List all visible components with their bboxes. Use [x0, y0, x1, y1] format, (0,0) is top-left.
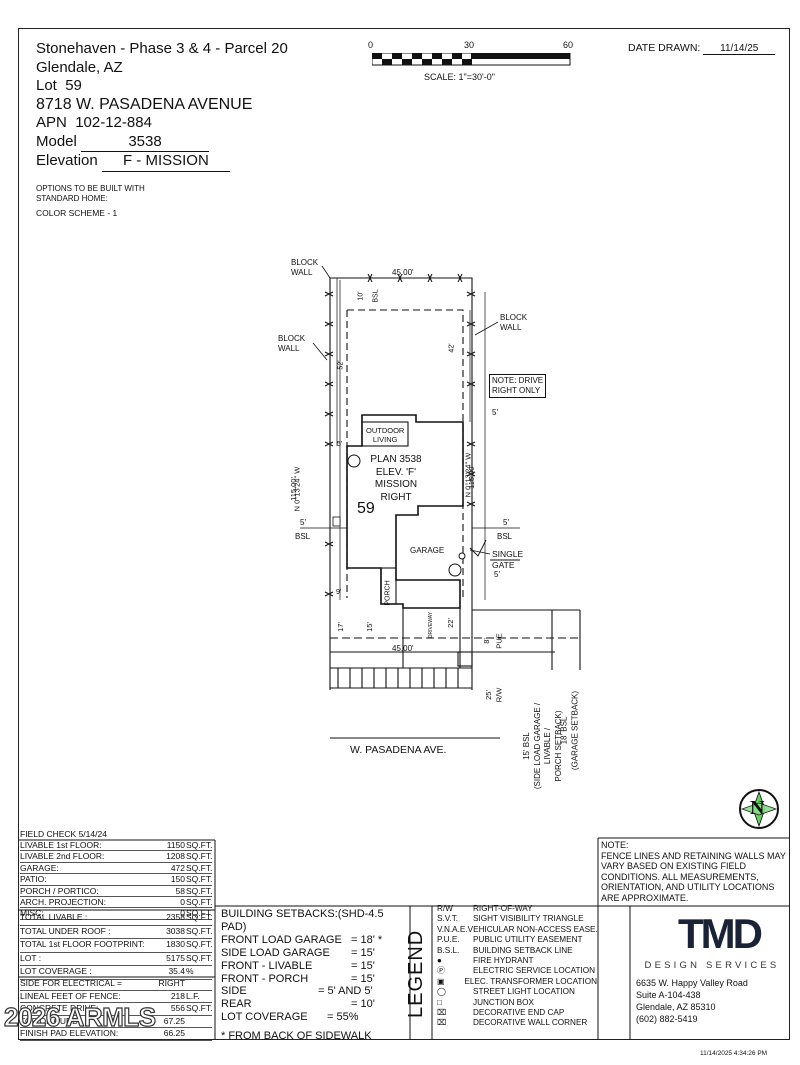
side-left-dim: 5' — [300, 518, 306, 527]
side-right-bsl: BSL — [497, 532, 513, 541]
lot-boundary — [330, 277, 473, 615]
header-block: Stonehaven - Phase 3 & 4 - Parcel 20 Gle… — [36, 40, 288, 172]
north-arrow-icon: N — [738, 788, 780, 830]
electric-meter-icon — [448, 563, 462, 577]
company-block: TMD DESIGN SERVICES 6635 W. Happy Valley… — [636, 908, 788, 1025]
lot-width-bottom: 45.00' — [392, 644, 414, 653]
dim-5-left: 5' — [337, 441, 343, 448]
elevation-line: Elevation F - MISSION — [36, 152, 288, 172]
company-address: 6635 W. Happy Valley Road Suite A-104-43… — [636, 978, 748, 1024]
print-timestamp: 11/14/2025 4:34:26 PM — [700, 1050, 768, 1057]
street-light-icon: ◯ — [437, 987, 447, 997]
hose-bib-icon — [347, 454, 361, 468]
sheet-border — [18, 28, 790, 1040]
color-scheme: COLOR SCHEME - 1 — [36, 208, 118, 218]
subdivision-title: Stonehaven - Phase 3 & 4 - Parcel 20 — [36, 40, 288, 57]
setbacks-footnote: * FROM BACK OF SIDEWALK — [221, 1030, 372, 1043]
totals-table: TOTAL LIVABLE :2358SQ.FT. TOTAL UNDER RO… — [20, 912, 212, 980]
fire-hydrant-icon: ● — [437, 956, 442, 966]
watermark: 2026 ARMLS — [3, 1001, 156, 1032]
company-tagline: DESIGN SERVICES — [644, 960, 780, 971]
gate-5-dim: 5' — [494, 570, 500, 579]
lot-width-top: 45.00' — [392, 268, 414, 277]
electric-service-icon: Ⓟ — [437, 966, 446, 976]
options-note: OPTIONS TO BE BUILT WITH STANDARD HOME: … — [36, 184, 145, 218]
scale-bar: 0 30 60 SCALE: 1"=30'-0" — [368, 40, 574, 82]
disclaimer-note: NOTE: FENCE LINES AND RETAINING WALLS MA… — [601, 840, 786, 903]
transformer-icon: ▣ — [437, 976, 445, 986]
date-drawn: DATE DRAWN: 11/14/25 — [628, 42, 776, 55]
dim-9: 9' — [336, 589, 342, 596]
street-name: W. PASADENA AVE. — [350, 744, 447, 756]
end-cap-icon: ⌧ — [437, 1008, 447, 1018]
garage-label: GARAGE — [410, 546, 445, 555]
setbacks-title: BUILDING SETBACKS:(SHD-4.5 PAD) — [221, 908, 384, 933]
porch-box — [380, 567, 397, 605]
side-left-bsl: BSL — [295, 532, 311, 541]
address: 8718 W. PASADENA AVENUE — [36, 95, 253, 113]
apn-line: APN 102-12-884 — [36, 114, 152, 131]
company-logo: TMD — [678, 910, 763, 957]
legend-title: LEGEND — [405, 929, 427, 1018]
wall-corner-icon: ⌧ — [437, 1018, 447, 1028]
field-check: FIELD CHECK 5/14/24 — [20, 829, 107, 839]
area-table: FIELD CHECK 5/14/24 LIVABLE 1st FLOOR:11… — [20, 829, 213, 920]
building-setbacks: BUILDING SETBACKS:(SHD-4.5 PAD) FRONT LO… — [221, 908, 407, 1043]
model-line: Model 3538 — [36, 133, 288, 152]
north-label: N — [750, 797, 765, 819]
lot-line: Lot 59 — [36, 77, 82, 94]
city: Glendale, AZ — [36, 58, 123, 76]
side-right-dim: 5' — [503, 518, 509, 527]
junction-box-icon: □ — [437, 997, 442, 1007]
lot-number: 59 — [357, 500, 375, 517]
house-footprint — [346, 414, 464, 609]
outdoor-living-box — [361, 421, 409, 447]
misc-table: SIDE FOR ELECTRICAL =RIGHT LINEAL FEET O… — [20, 978, 212, 1041]
dim-5-right: 5' — [492, 408, 498, 417]
